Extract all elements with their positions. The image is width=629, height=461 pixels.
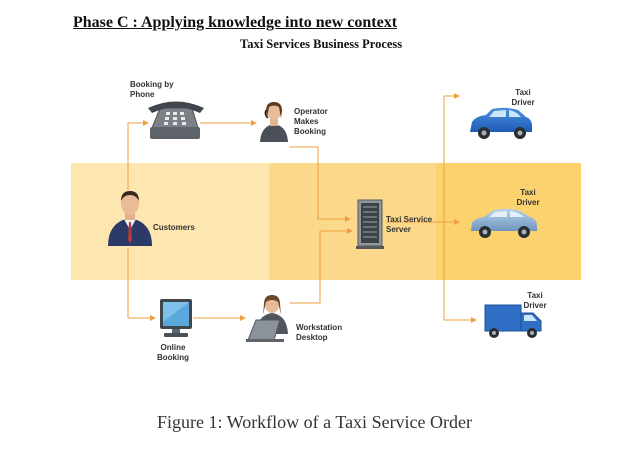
label-line: Driver [511, 98, 535, 107]
label-driver-middle: Taxi Driver [513, 188, 543, 208]
operator-icon [260, 102, 288, 142]
arrow-server-to-driver-top [386, 93, 460, 223]
label-line: Operator [294, 107, 328, 116]
label-line: Taxi Service [386, 215, 433, 224]
label-line: Taxi [515, 88, 531, 97]
label-line: Server [386, 225, 411, 234]
arrow-operator-to-server [289, 146, 351, 222]
label-driver-top: Taxi Driver [508, 88, 538, 108]
label-line: Desktop [296, 333, 328, 342]
workstation-icon [246, 295, 288, 342]
arrow-server-to-driver-bottom [443, 222, 477, 323]
label-line: Driver [516, 198, 540, 207]
label-line: Booking [294, 127, 326, 136]
blue-car-icon [470, 107, 532, 139]
label-line: Makes [294, 117, 319, 126]
label-booking-by-phone: Booking by Phone [130, 80, 174, 100]
label-line: Workstation [296, 323, 343, 332]
phase-heading: Phase C : Applying knowledge into new co… [73, 14, 398, 31]
server-icon [356, 199, 384, 249]
arrow-workstation-to-server [290, 228, 353, 304]
telephone-icon [148, 101, 204, 139]
arrow-customer-to-phone [127, 120, 149, 190]
label-line: Customers [153, 223, 195, 232]
label-online-booking: Online Booking [148, 343, 198, 363]
band-customers [71, 163, 269, 280]
monitor-icon [160, 299, 192, 337]
label-operator: Operator Makes Booking [294, 107, 328, 137]
diagram-subtitle: Taxi Services Business Process [240, 37, 403, 51]
label-line: Taxi [527, 291, 543, 300]
label-line: Booking by [130, 80, 174, 89]
figure-caption: Figure 1: Workflow of a Taxi Service Ord… [156, 412, 473, 432]
label-line: Driver [523, 301, 547, 310]
silver-car-icon [471, 208, 537, 238]
customer-icon [108, 191, 152, 246]
label-line: Online [160, 343, 186, 352]
label-workstation: Workstation Desktop [296, 323, 342, 343]
label-line: Phone [130, 90, 155, 99]
label-customers: Customers [153, 223, 195, 233]
truck-icon [484, 304, 542, 338]
label-line: Booking [157, 353, 189, 362]
label-line: Taxi [520, 188, 536, 197]
arrow-customer-to-online [127, 248, 156, 321]
flow-arrows [127, 93, 477, 323]
label-server: Taxi Service Server [386, 215, 432, 235]
label-driver-bottom: Taxi Driver [520, 291, 550, 311]
